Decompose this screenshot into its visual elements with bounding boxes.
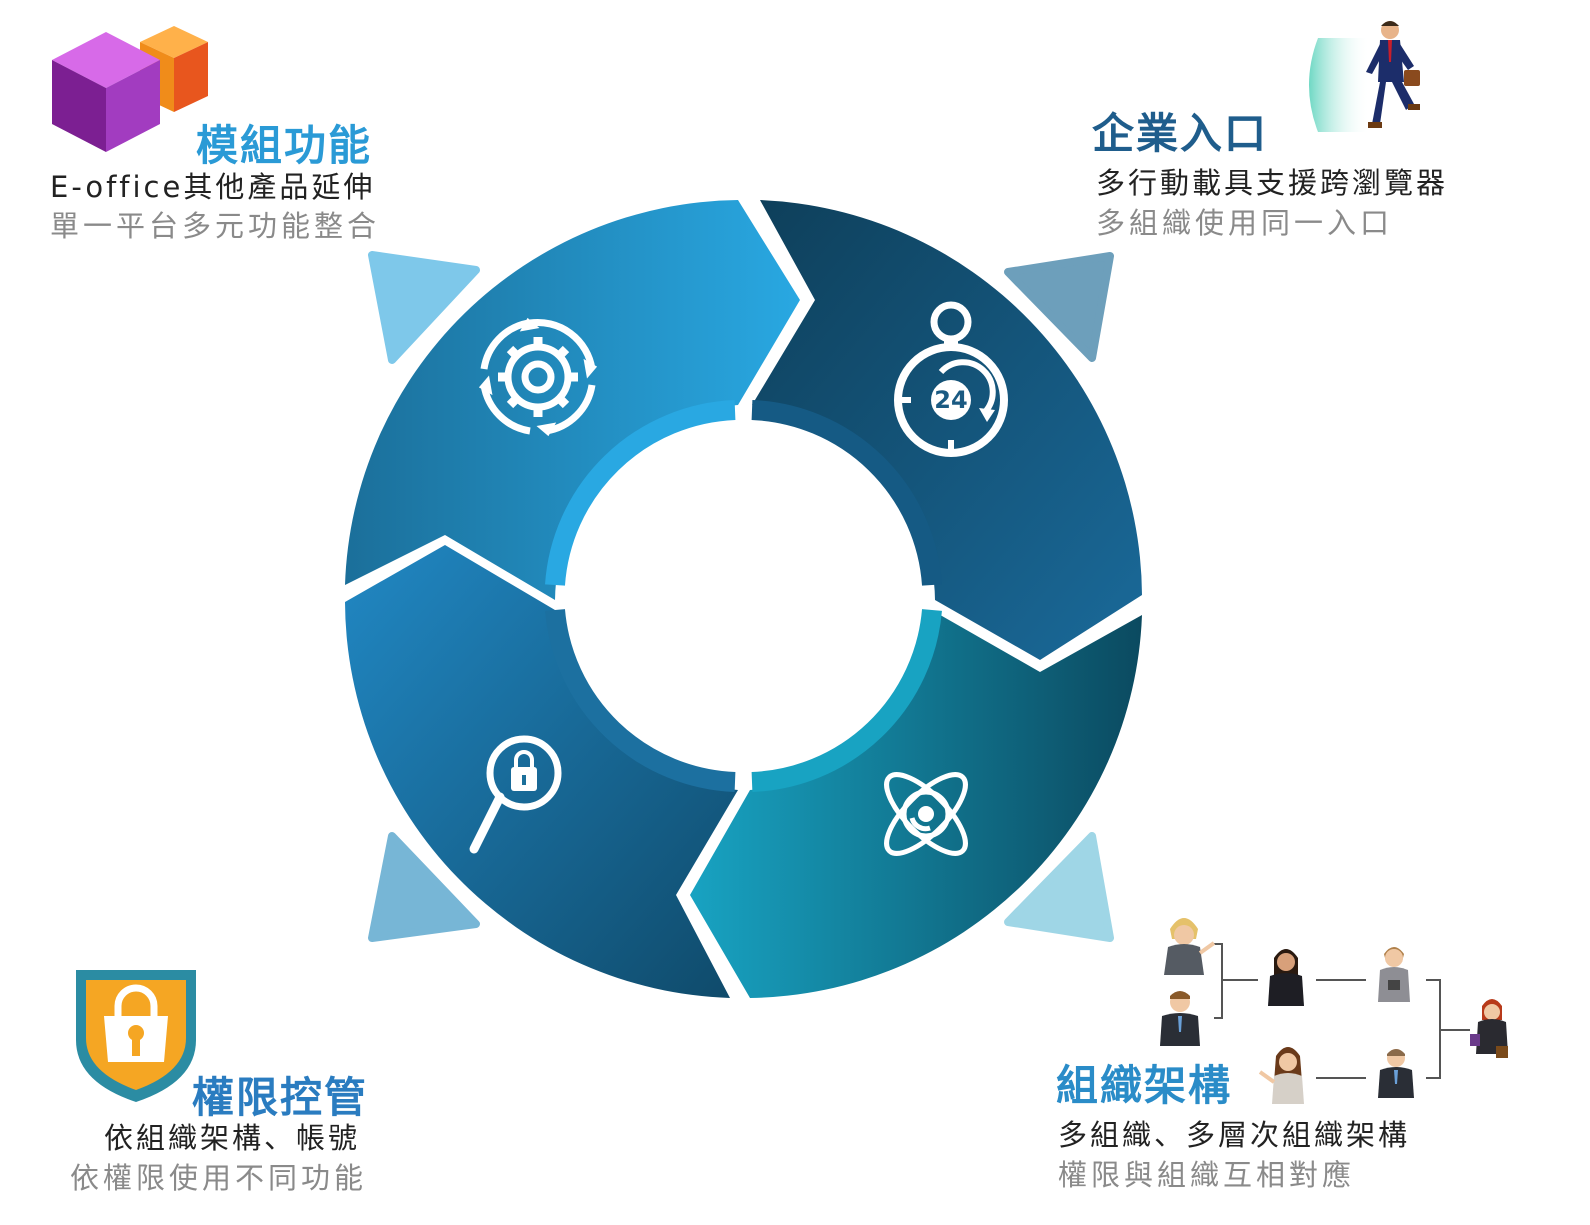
person-icon bbox=[1378, 947, 1410, 1002]
person-icon bbox=[1470, 999, 1508, 1058]
enterprise-line2: 多組織使用同一入口 bbox=[1096, 200, 1393, 242]
enterprise-title: 企業入口 bbox=[1092, 100, 1268, 161]
org-chart-icon bbox=[1214, 944, 1470, 1078]
enterprise-line1: 多行動載具支援跨瀏覽器 bbox=[1096, 160, 1448, 202]
organization-title: 組織架構 bbox=[1056, 1052, 1232, 1113]
businessman-door-icon bbox=[1309, 21, 1420, 132]
modules-line2: 單一平台多元功能整合 bbox=[50, 203, 380, 245]
stopwatch-number: 24 bbox=[931, 386, 971, 414]
organization-line1: 多組織、多層次組織架構 bbox=[1058, 1112, 1410, 1154]
person-icon bbox=[1164, 918, 1214, 975]
modules-line1: E-office其他產品延伸 bbox=[50, 164, 375, 206]
person-icon bbox=[1260, 1047, 1304, 1104]
organization-line2: 權限與組織互相對應 bbox=[1058, 1152, 1355, 1194]
person-icon bbox=[1268, 949, 1304, 1006]
person-icon bbox=[1378, 1049, 1414, 1098]
person-icon bbox=[1160, 991, 1200, 1046]
permission-line1: 依組織架構、帳號 bbox=[104, 1115, 360, 1157]
cubes-icon bbox=[52, 26, 208, 152]
permission-line2: 依權限使用不同功能 bbox=[70, 1155, 367, 1197]
shield-lock-icon bbox=[76, 970, 196, 1102]
